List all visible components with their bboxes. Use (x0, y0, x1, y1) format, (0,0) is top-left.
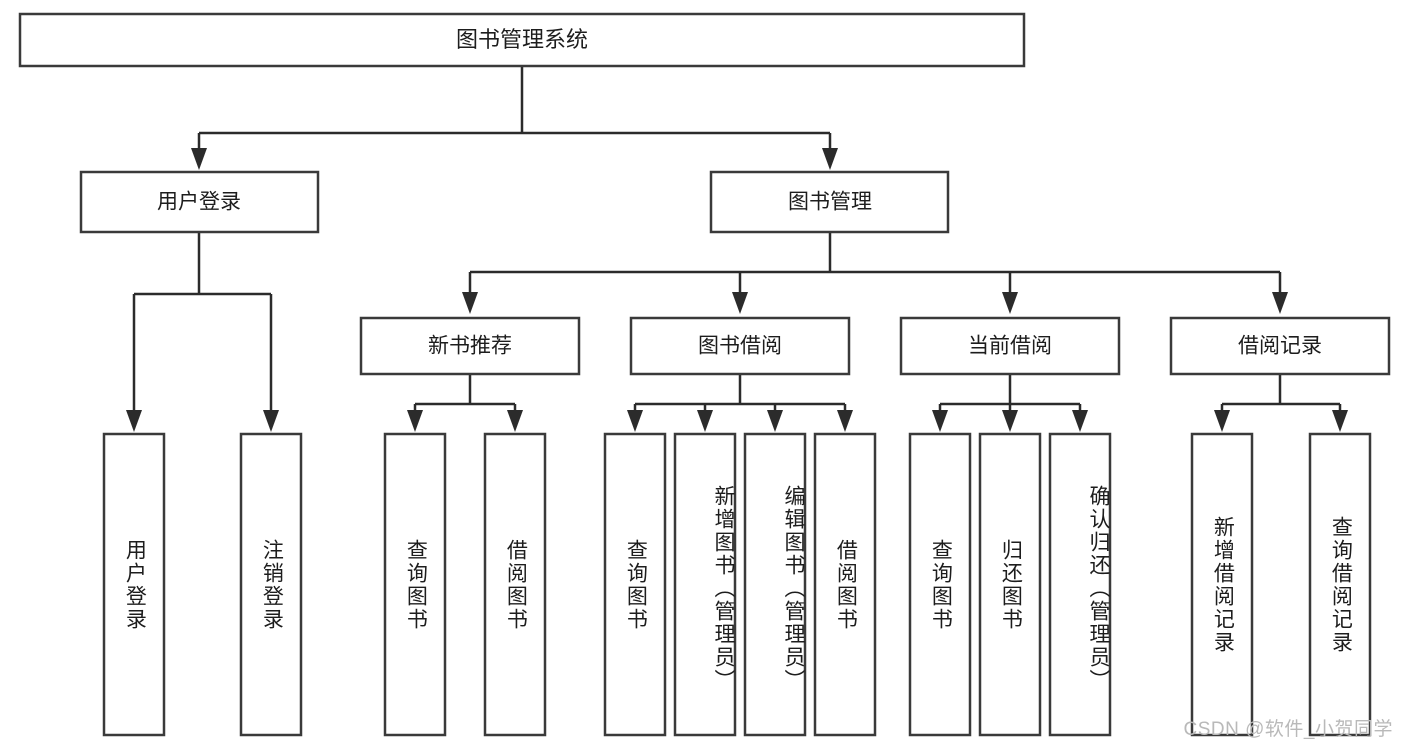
node-label: 新书推荐 (428, 335, 512, 358)
leaf-label-borrow-book-2: 借阅图书 (834, 538, 858, 631)
node-label: 图书管理系统 (456, 27, 588, 52)
arrow-head-icon (191, 148, 207, 170)
leaf-label-return-book: 归还图书 (999, 538, 1023, 631)
leaf-label-query-book-3: 查询图书 (929, 538, 953, 631)
connector-user-login-to-leaves (126, 232, 279, 432)
arrow-head-icon (1214, 410, 1230, 432)
arrow-head-icon (932, 410, 948, 432)
leaf-label-query-record: 查询借阅记录 (1329, 515, 1353, 654)
arrow-head-icon (822, 148, 838, 170)
node-label: 图书管理 (788, 191, 872, 214)
leaf-label-add-book: 新增图书（管理员） (712, 485, 735, 692)
leaf-label-logout-login: 注销登录 (260, 538, 284, 631)
node-box[interactable] (1190, 432, 1254, 737)
arrow-head-icon (627, 410, 643, 432)
node-label: 当前借阅 (968, 335, 1052, 358)
node-new-book-recommend[interactable]: 新书推荐 (359, 316, 581, 376)
leaf-label-user-login: 用户登录 (123, 538, 147, 631)
node-box[interactable] (709, 170, 950, 234)
node-box[interactable] (673, 432, 737, 737)
node-box[interactable] (359, 316, 581, 376)
node-box[interactable] (899, 316, 1121, 376)
node-box[interactable] (1169, 316, 1391, 376)
arrow-head-icon (407, 410, 423, 432)
leaf-label-edit-book: 编辑图书（管理员） (782, 485, 805, 692)
leaf-label-query-book-2: 查询图书 (624, 538, 648, 631)
node-box[interactable] (18, 12, 1026, 68)
node-book-manage[interactable]: 图书管理 (709, 170, 950, 234)
arrow-head-icon (462, 292, 478, 314)
arrow-head-icon (1002, 410, 1018, 432)
arrow-head-icon (507, 410, 523, 432)
node-box[interactable] (383, 432, 447, 737)
node-box[interactable] (1048, 432, 1112, 737)
connector-root-to-level2 (191, 66, 838, 170)
connector-book-manage-to-level3 (462, 232, 1288, 314)
node-box[interactable] (629, 316, 851, 376)
node-label: 借阅记录 (1238, 335, 1322, 358)
arrow-head-icon (837, 410, 853, 432)
arrow-head-icon (263, 410, 279, 432)
leaf-label-borrow-book-1: 借阅图书 (504, 538, 528, 631)
node-box[interactable] (79, 170, 320, 234)
leaf-boxes (102, 432, 1372, 737)
connector-book-borrow-to-leaves (627, 374, 853, 432)
arrow-head-icon (732, 292, 748, 314)
node-borrow-record[interactable]: 借阅记录 (1169, 316, 1391, 376)
arrow-head-icon (1272, 292, 1288, 314)
arrow-head-icon (1002, 292, 1018, 314)
connector-borrow-record-to-leaves (1214, 374, 1348, 432)
node-box[interactable] (978, 432, 1042, 737)
arrow-head-icon (697, 410, 713, 432)
node-box[interactable] (743, 432, 807, 737)
leaf-label-confirm-return: 确认归还（管理员） (1087, 485, 1110, 692)
node-box[interactable] (813, 432, 877, 737)
node-box[interactable] (1308, 432, 1372, 737)
arrow-head-icon (1332, 410, 1348, 432)
connector-new-book-recommend-to-leaves (407, 374, 523, 432)
leaf-label-query-book-1: 查询图书 (404, 538, 428, 631)
node-current-borrow[interactable]: 当前借阅 (899, 316, 1121, 376)
node-box[interactable] (908, 432, 972, 737)
node-root[interactable]: 图书管理系统 (18, 12, 1026, 68)
node-label: 用户登录 (157, 191, 241, 214)
arrow-head-icon (1072, 410, 1088, 432)
arrow-head-icon (126, 410, 142, 432)
node-user-login[interactable]: 用户登录 (79, 170, 320, 234)
connector-current-borrow-to-leaves (932, 374, 1088, 432)
node-box[interactable] (483, 432, 547, 737)
watermark-text: CSDN @软件_小贺同学 (1183, 719, 1393, 740)
node-box[interactable] (239, 432, 303, 737)
node-book-borrow[interactable]: 图书借阅 (629, 316, 851, 376)
leaf-label-add-record: 新增借阅记录 (1211, 515, 1235, 654)
arrow-head-icon (767, 410, 783, 432)
node-box[interactable] (603, 432, 667, 737)
node-label: 图书借阅 (698, 335, 782, 358)
node-box[interactable] (102, 432, 166, 737)
